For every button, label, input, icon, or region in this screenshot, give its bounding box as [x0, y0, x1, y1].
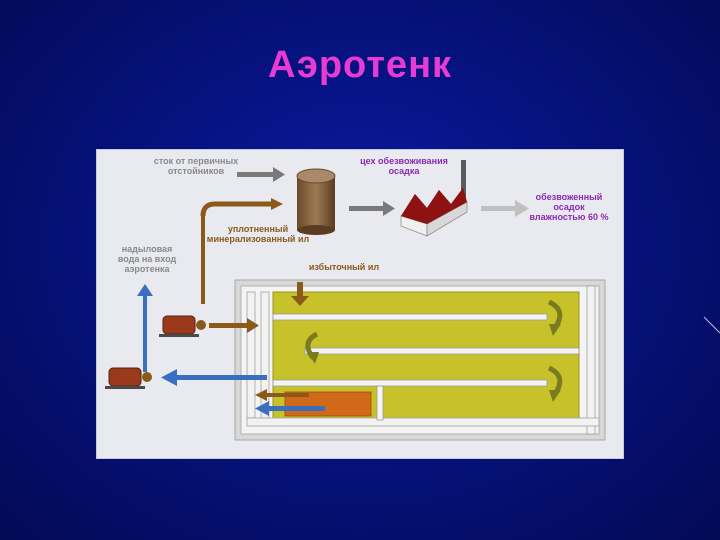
primary-settlers-label: сток от первичных отстойников	[153, 156, 239, 176]
excess-sludge-label: избыточный ил	[308, 262, 380, 272]
slide-title: Аэротенк	[267, 44, 453, 86]
to-dewatering-arrow	[349, 201, 395, 216]
sludge-output-arrow	[481, 200, 529, 217]
upper-pump-icon	[159, 315, 206, 337]
thickened-sludge-label: уплотненный минерализованный ил	[206, 224, 310, 244]
slide-corner-line-icon	[703, 316, 720, 334]
return-water-label: надыловая вода на вход аэротенка	[117, 244, 177, 274]
dewatering-factory-icon	[400, 160, 468, 237]
return-sludge-arrow	[209, 318, 259, 333]
excess-sludge-arrow	[291, 282, 309, 306]
dewatered-sludge-label: обезвоженный осадок влажностью 60 %	[529, 192, 609, 222]
thickened-sludge-arrow	[200, 198, 283, 304]
lower-pump-icon	[105, 367, 152, 389]
return-water-arrow	[137, 284, 153, 372]
water-return-from-basin-arrow	[161, 369, 325, 416]
sludge-digester-tank	[296, 168, 336, 235]
dewatering-shop-label: цех обезвоживания осадка	[360, 156, 448, 176]
inflow-arrow	[237, 167, 285, 182]
aerotank-diagram: сток от первичных отстойников цех обезво…	[97, 150, 623, 458]
